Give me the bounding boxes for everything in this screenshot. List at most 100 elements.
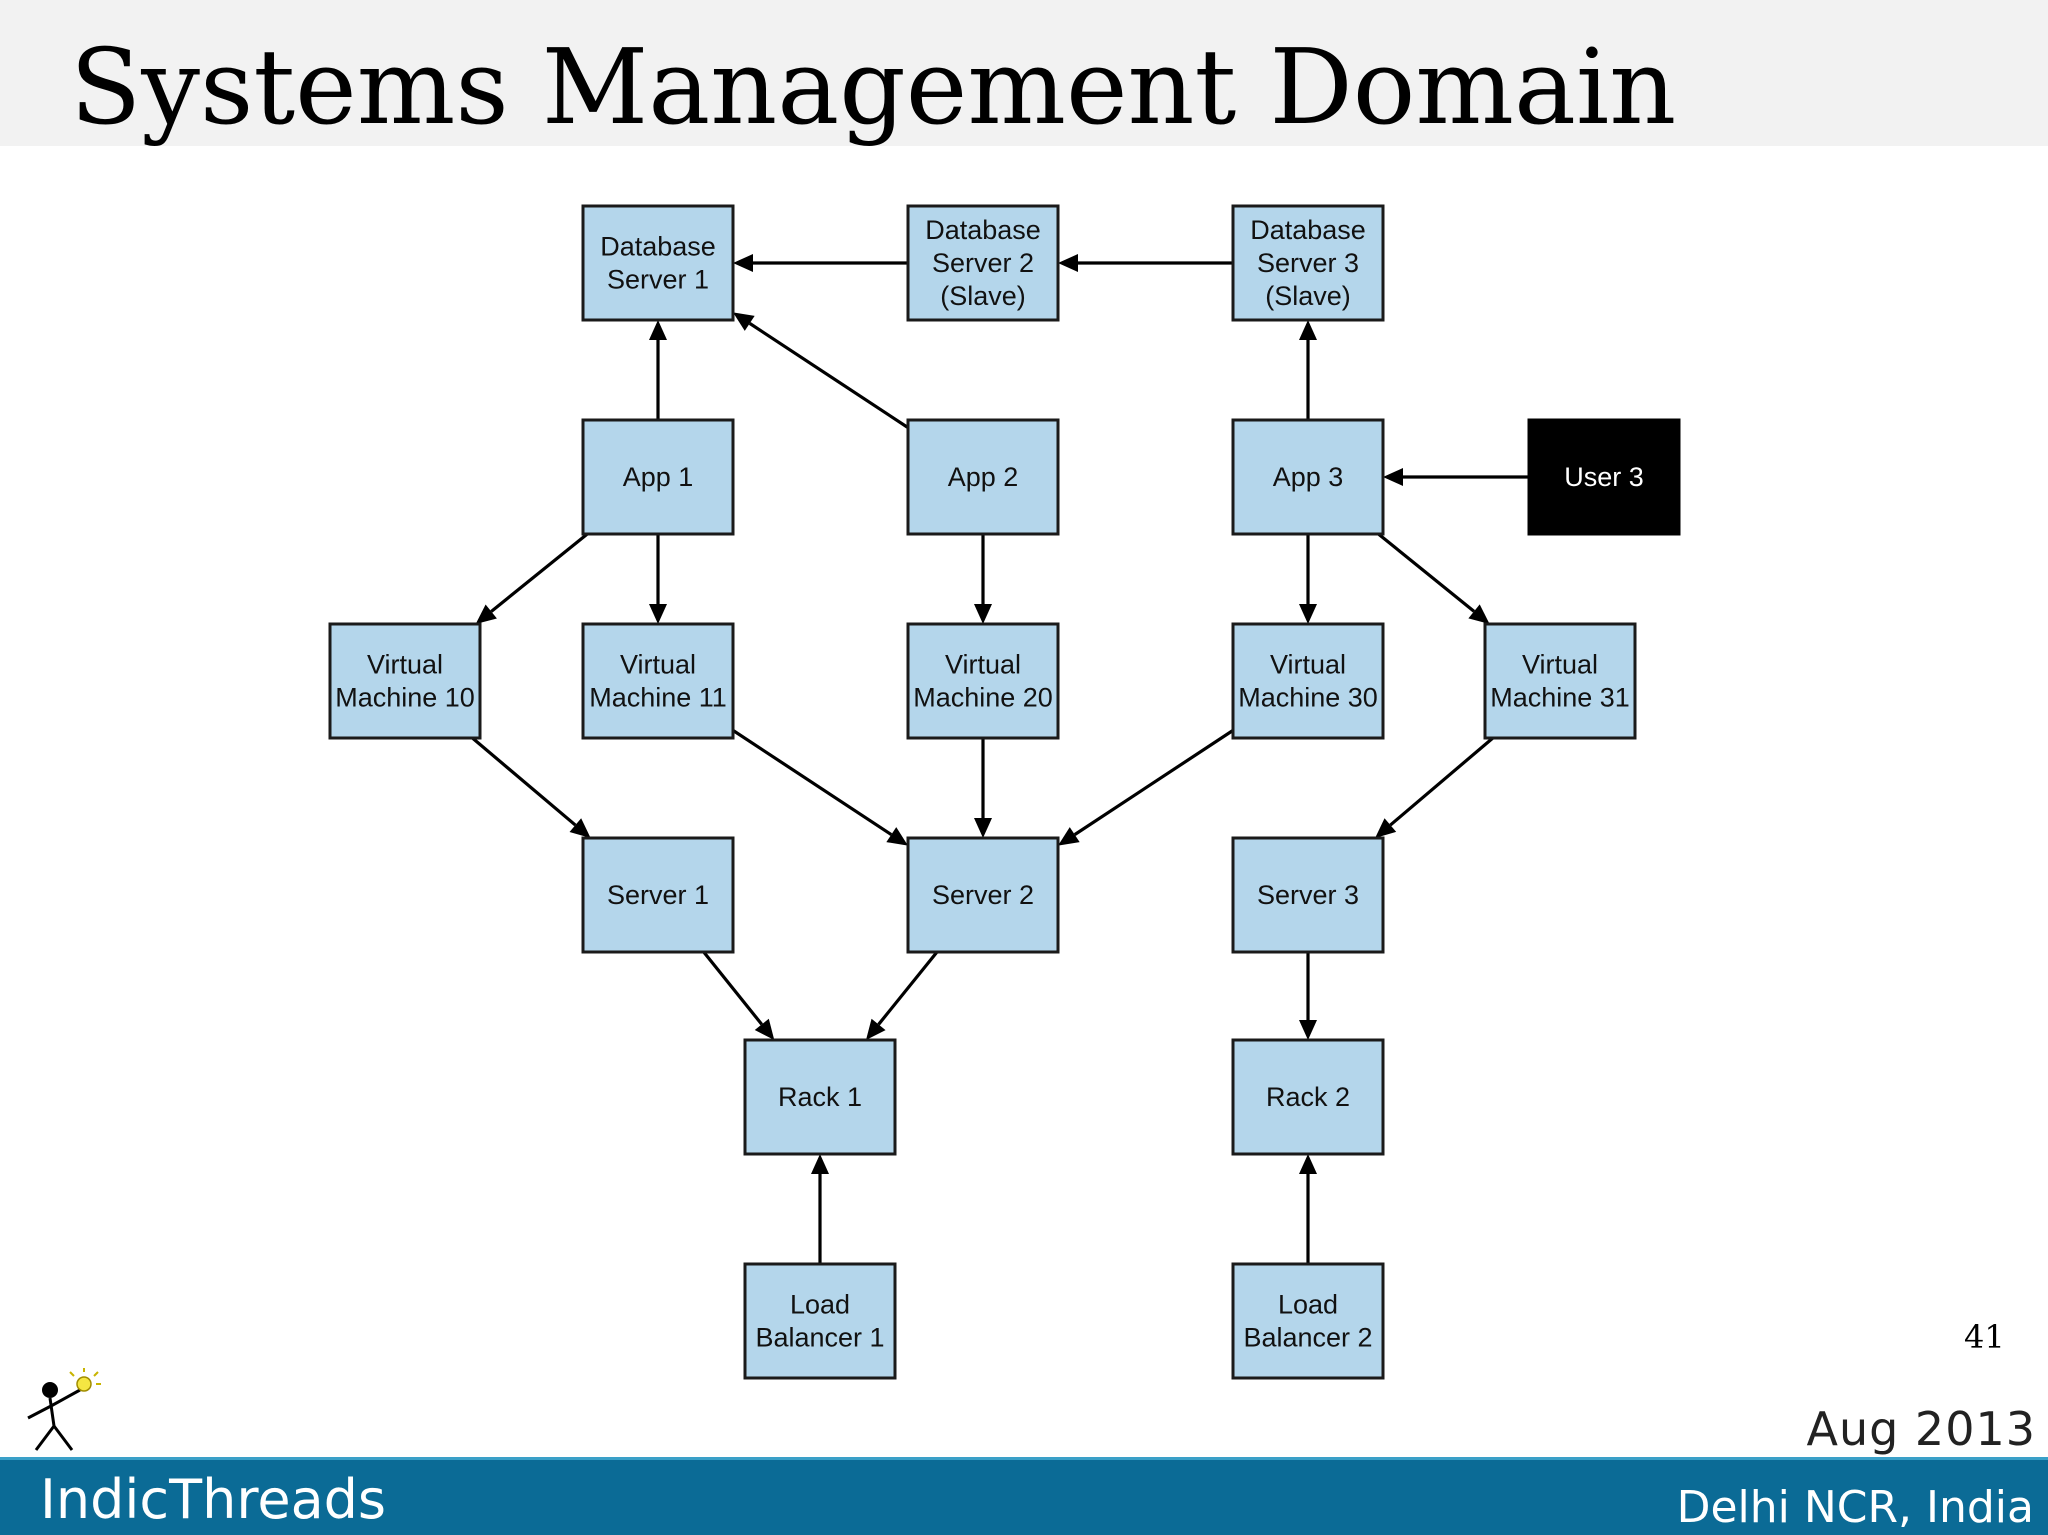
arrowhead-icon: [974, 818, 992, 838]
arrowhead-icon: [1299, 1154, 1317, 1174]
arrowhead-icon: [811, 1154, 829, 1174]
arrowhead-icon: [475, 604, 497, 624]
edge-line: [748, 322, 909, 429]
arrowhead-icon: [649, 604, 667, 624]
node-label: App 2: [948, 462, 1019, 492]
node-box: [1527, 418, 1681, 536]
node-box: [1231, 204, 1385, 322]
footer-location: Delhi NCR, India: [1676, 1482, 2034, 1533]
node-user3: User 3: [1527, 418, 1681, 536]
node-app1: App 1: [581, 418, 735, 536]
node-box: [906, 622, 1060, 740]
node-label: Virtual: [1522, 650, 1598, 680]
edge-app2-to-db1: [733, 312, 909, 429]
edge-line: [471, 736, 577, 827]
edge-vm10-to-srv1: [471, 736, 591, 838]
node-box: [581, 836, 735, 954]
edge-line: [732, 729, 893, 836]
edge-app3-to-vm31: [1377, 532, 1490, 624]
node-label: Balancer 1: [755, 1323, 884, 1353]
node-label: App 3: [1273, 462, 1344, 492]
node-label: Server 3: [1257, 880, 1359, 910]
node-box: [328, 622, 482, 740]
node-label: Load: [790, 1290, 850, 1320]
node-rack1: Rack 1: [743, 1038, 897, 1156]
node-box: [581, 204, 735, 322]
arrowhead-icon: [865, 1018, 886, 1040]
node-app3: App 3: [1231, 418, 1385, 536]
node-label: Virtual: [620, 650, 696, 680]
node-box: [581, 418, 735, 536]
edge-line: [1389, 736, 1494, 827]
edge-srv2-to-rack1: [865, 950, 939, 1040]
edge-app2-to-vm20: [974, 534, 992, 624]
arrowhead-icon: [754, 1018, 775, 1040]
arrowhead-icon: [569, 818, 591, 838]
node-label: Machine 11: [589, 683, 727, 713]
title-band: [0, 0, 2048, 146]
node-label: Server 2: [932, 880, 1034, 910]
node-label: Machine 30: [1238, 683, 1378, 713]
edge-vm20-to-srv2: [974, 738, 992, 838]
node-label: Server 3: [1257, 248, 1359, 278]
node-label: Server 1: [607, 880, 709, 910]
node-box: [906, 418, 1060, 536]
arrowhead-icon: [1375, 818, 1397, 838]
arrowhead-icon: [1058, 827, 1080, 846]
node-srv2: Server 2: [906, 836, 1060, 954]
node-box: [906, 204, 1060, 322]
footer-brand: IndicThreads: [40, 1468, 387, 1531]
edge-vm30-to-srv2: [1058, 729, 1234, 846]
node-label: Load: [1278, 1290, 1338, 1320]
edge-lb1-to-rack1: [811, 1154, 829, 1264]
edge-line: [877, 950, 939, 1026]
node-label: Machine 20: [913, 683, 1053, 713]
edge-app3-to-vm30: [1299, 534, 1317, 624]
node-label: (Slave): [940, 281, 1026, 311]
node-rack2: Rack 2: [1231, 1038, 1385, 1156]
edge-lb2-to-rack2: [1299, 1154, 1317, 1264]
node-box: [1231, 1038, 1385, 1156]
edges-layer: [471, 254, 1529, 1264]
arrowhead-icon: [1468, 604, 1490, 624]
node-label: Rack 1: [778, 1082, 862, 1112]
node-label: Server 1: [607, 265, 709, 295]
edge-db2-to-db1: [733, 254, 908, 272]
node-box: [1483, 622, 1637, 740]
edge-user3-to-app3: [1383, 468, 1529, 486]
edge-line: [490, 532, 589, 613]
edge-srv1-to-rack1: [702, 950, 775, 1040]
node-label: (Slave): [1265, 281, 1351, 311]
arrowhead-icon: [649, 320, 667, 340]
node-box: [743, 1038, 897, 1156]
arrowhead-icon: [733, 312, 755, 331]
arrowhead-icon: [1299, 1020, 1317, 1040]
node-label: Balancer 2: [1243, 1323, 1372, 1353]
stick-figure-lightbulb-logo: [27, 1368, 101, 1451]
edge-vm11-to-srv2: [732, 729, 908, 846]
arrowhead-icon: [733, 254, 753, 272]
node-srv3: Server 3: [1231, 836, 1385, 954]
node-box: [1231, 836, 1385, 954]
node-srv1: Server 1: [581, 836, 735, 954]
slide-title: Systems Management Domain: [70, 26, 1677, 148]
node-box: [1231, 622, 1385, 740]
edge-vm31-to-srv3: [1375, 736, 1494, 838]
node-box: [581, 622, 735, 740]
node-label: Server 2: [932, 248, 1034, 278]
edge-app1-to-db1: [649, 320, 667, 420]
node-label: Database: [925, 215, 1041, 245]
node-label: Machine 31: [1490, 683, 1630, 713]
node-app2: App 2: [906, 418, 1060, 536]
